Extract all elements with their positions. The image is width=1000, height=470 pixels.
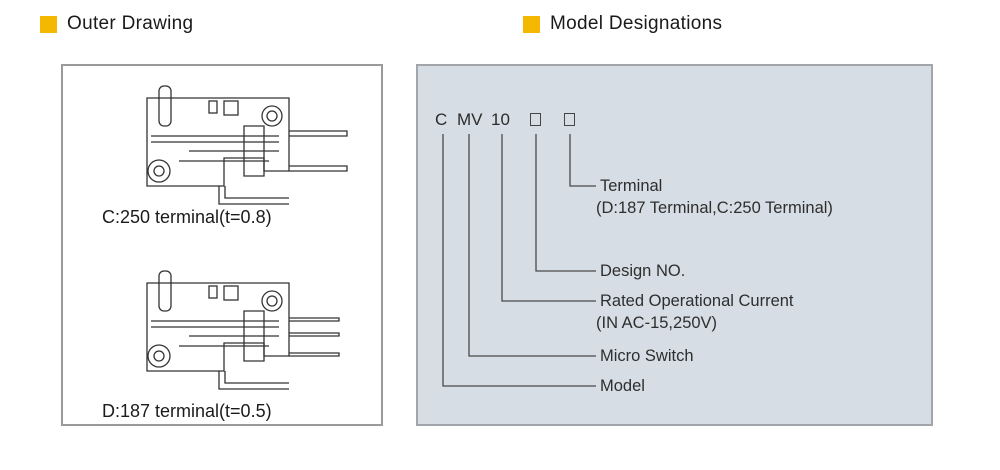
code-c: C: [435, 110, 448, 129]
outer-drawing-panel: C:250 terminal(t=0.8) D:187 terminal(t=0…: [61, 64, 383, 426]
drawing-caption: C:250 terminal(t=0.8): [102, 207, 272, 227]
switch-drawing-d187: [146, 270, 340, 390]
outer-drawing-heading: Outer Drawing: [40, 13, 193, 35]
placeholder-box-design: [530, 113, 541, 126]
switch-drawing-c250: [146, 85, 348, 205]
label-terminal: Terminal: [600, 177, 663, 195]
accent-square-icon: [523, 15, 540, 33]
code-10: 10: [491, 110, 510, 129]
designation-connector-lines: [442, 134, 596, 387]
placeholder-box-terminal: [564, 113, 575, 126]
label-model: Model: [600, 377, 645, 395]
outer-drawing-title: Outer Drawing: [67, 13, 194, 34]
drawing-caption: D:187 terminal(t=0.5): [102, 401, 272, 421]
label-rated-current: Rated Operational Current: [600, 292, 794, 310]
label-terminal-detail: (D:187 Terminal,C:250 Terminal): [596, 199, 833, 217]
label-micro-switch: Micro Switch: [600, 347, 694, 365]
label-design-no: Design NO.: [600, 262, 686, 280]
model-designations-heading: Model Designations: [523, 13, 722, 35]
model-designations-title: Model Designations: [550, 13, 723, 34]
code-mv: MV: [457, 110, 483, 129]
accent-square-icon: [40, 15, 57, 33]
model-designations-panel: C MV 10 Terminal (D:187 Terminal,C:250 T…: [416, 64, 933, 426]
label-rated-current-detail: (IN AC-15,250V): [596, 314, 718, 332]
